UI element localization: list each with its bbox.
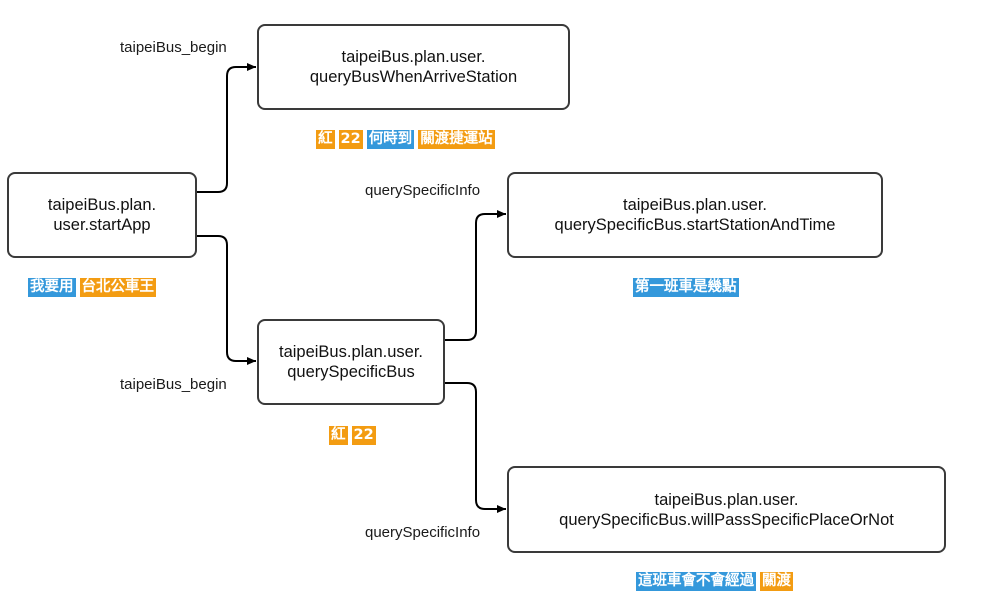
node-line: taipeiBus.plan. <box>47 196 157 214</box>
node-line: taipeiBus.plan.user. <box>654 490 799 509</box>
annotation-tag: 第一班車是幾點 <box>633 278 739 297</box>
edge-start-to-specific <box>197 235 256 365</box>
edge-label-query-specific-info-top: querySpecificInfo <box>365 182 481 200</box>
annotation-tag: 這班車會不會經過 <box>636 572 756 591</box>
edge-specific-to-will-pass <box>444 382 506 513</box>
edge-label-taipeibus-begin-bottom: taipeiBus_begin <box>120 376 227 394</box>
annotation-query-arrive: 紅 22 何時到 關渡捷運站 <box>316 130 495 149</box>
node-will-pass-specific-place[interactable]: taipeiBus.plan.user. querySpecificBus.wi… <box>507 466 946 553</box>
annotation-tag: 關渡 <box>760 572 793 591</box>
node-line: querySpecificBus.startStationAndTime <box>554 216 836 234</box>
node-line: taipeiBus.plan.user. <box>341 48 486 66</box>
node-line: querySpecificBus.willPassSpecificPlaceOr… <box>559 510 894 529</box>
edge-specific-to-start-station <box>444 210 506 341</box>
edge-label-taipeibus-begin-top: taipeiBus_begin <box>120 39 227 57</box>
annotation-tag: 關渡捷運站 <box>418 130 495 149</box>
annotation-start-app: 我要用 台北公車王 <box>28 278 156 297</box>
node-start-station-and-time[interactable]: taipeiBus.plan.user. querySpecificBus.st… <box>507 172 883 258</box>
node-line: taipeiBus.plan.user. <box>622 196 767 214</box>
annotation-tag: 台北公車王 <box>79 278 156 297</box>
annotation-will-pass: 這班車會不會經過 關渡 <box>636 572 793 591</box>
node-query-bus-when-arrive-station[interactable]: taipeiBus.plan.user. queryBusWhenArriveS… <box>257 24 570 110</box>
node-start-app[interactable]: taipeiBus.plan. user.startApp <box>7 172 197 258</box>
annotation-start-station-time: 第一班車是幾點 <box>633 278 739 297</box>
annotation-tag: 22 <box>351 426 376 445</box>
annotation-query-specific: 紅 22 <box>329 426 376 445</box>
annotation-tag: 紅 <box>316 130 335 149</box>
node-line: querySpecificBus <box>287 363 415 381</box>
node-line: user.startApp <box>53 216 151 234</box>
annotation-tag: 紅 <box>329 426 348 445</box>
annotation-tag: 22 <box>338 130 363 149</box>
edge-label-query-specific-info-bottom: querySpecificInfo <box>365 524 481 542</box>
edge-start-to-arrive <box>197 63 256 193</box>
annotation-tag: 何時到 <box>366 130 415 149</box>
node-query-specific-bus[interactable]: taipeiBus.plan.user. querySpecificBus <box>257 319 445 405</box>
node-line: taipeiBus.plan.user. <box>278 343 423 361</box>
annotation-tag: 我要用 <box>28 278 76 297</box>
node-line: queryBusWhenArriveStation <box>309 68 518 86</box>
